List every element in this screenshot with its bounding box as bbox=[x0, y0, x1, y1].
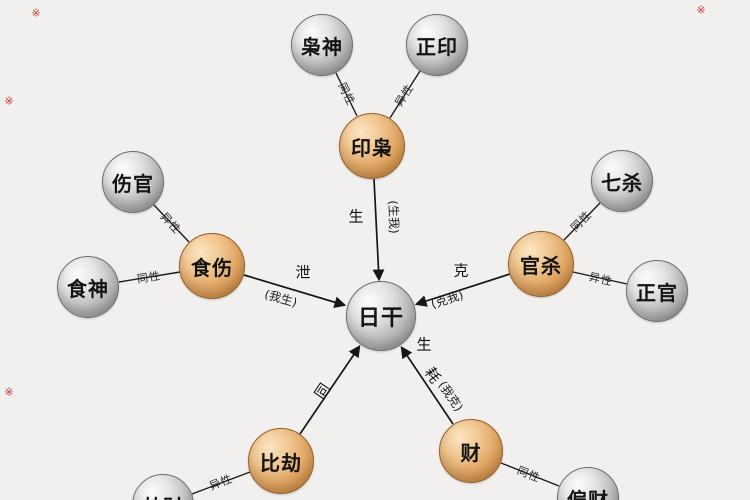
watermark-mark-left-upper: ※ bbox=[4, 94, 14, 108]
line-zhengguan-guansha bbox=[572, 271, 628, 285]
arrow-shishang-rigan bbox=[243, 274, 347, 308]
node-yinxiao: 印枭 bbox=[339, 113, 405, 179]
node-qisha: 七杀 bbox=[591, 150, 653, 212]
node-xiaoshen-label: 枭神 bbox=[301, 34, 343, 59]
node-rigan: 日干 bbox=[346, 281, 416, 351]
node-rigan-label: 日干 bbox=[357, 306, 404, 331]
node-bijie-label: 比劫 bbox=[260, 450, 302, 475]
line-shangguan-shishang bbox=[153, 204, 190, 243]
node-guansha-label: 官杀 bbox=[520, 253, 562, 278]
arrow-yinxiao-rigan bbox=[372, 178, 385, 282]
arrow-label-sheng: 生 bbox=[348, 207, 364, 226]
node-zhengyin-label: 正印 bbox=[416, 34, 458, 59]
line-zhengyin-yinxiao bbox=[389, 70, 421, 119]
node-zhengyin: 正印 bbox=[406, 14, 468, 76]
arrow-cai-rigan bbox=[400, 346, 454, 425]
polarity-connector-lines bbox=[118, 70, 628, 495]
line-shishen-shishang bbox=[118, 271, 181, 283]
node-shishang: 食伤 bbox=[179, 233, 245, 299]
line-qisha-guansha bbox=[563, 202, 601, 241]
node-zhengguan: 正官 bbox=[626, 260, 688, 322]
node-bijie: 比劫 bbox=[248, 428, 314, 494]
node-cai: 财 bbox=[439, 419, 503, 483]
arrow-bijie-rigan bbox=[299, 345, 361, 435]
relation-arrows bbox=[243, 178, 511, 435]
arrow-label-cai-sheng: 生 bbox=[416, 335, 432, 354]
line-xiaoshen-yinxiao bbox=[335, 72, 358, 117]
arrow-label-sheng-paren: (生我) bbox=[385, 200, 402, 234]
node-shangguan: 伤官 bbox=[102, 151, 164, 213]
watermark-mark-top-right: ※ bbox=[696, 3, 706, 17]
arrow-label-xie: 泄 bbox=[295, 263, 311, 282]
node-shishen: 食神 bbox=[57, 256, 119, 318]
node-shangguan-label: 伤官 bbox=[112, 171, 154, 196]
node-yinxiao-label: 印枭 bbox=[351, 135, 393, 160]
node-zhengguan-label: 正官 bbox=[636, 280, 678, 305]
node-cai-label: 财 bbox=[460, 440, 482, 465]
node-piancai-label: 偏财 bbox=[567, 487, 609, 500]
node-guansha: 官杀 bbox=[508, 231, 574, 297]
node-jiecai-label: 劫财 bbox=[142, 491, 184, 500]
node-shishang-label: 食伤 bbox=[191, 255, 233, 280]
watermark-mark-left-lower: ※ bbox=[4, 385, 14, 399]
arrow-guansha-rigan bbox=[414, 273, 511, 307]
line-piancai-cai bbox=[500, 462, 560, 487]
node-xiaoshen: 枭神 bbox=[291, 14, 353, 76]
node-qisha-label: 七杀 bbox=[601, 170, 643, 195]
node-shishen-label: 食神 bbox=[67, 276, 109, 301]
arrow-label-ke: 克 bbox=[453, 261, 469, 280]
line-jiecai-bijie bbox=[191, 471, 251, 495]
watermark-mark-top-left: ※ bbox=[31, 6, 41, 20]
